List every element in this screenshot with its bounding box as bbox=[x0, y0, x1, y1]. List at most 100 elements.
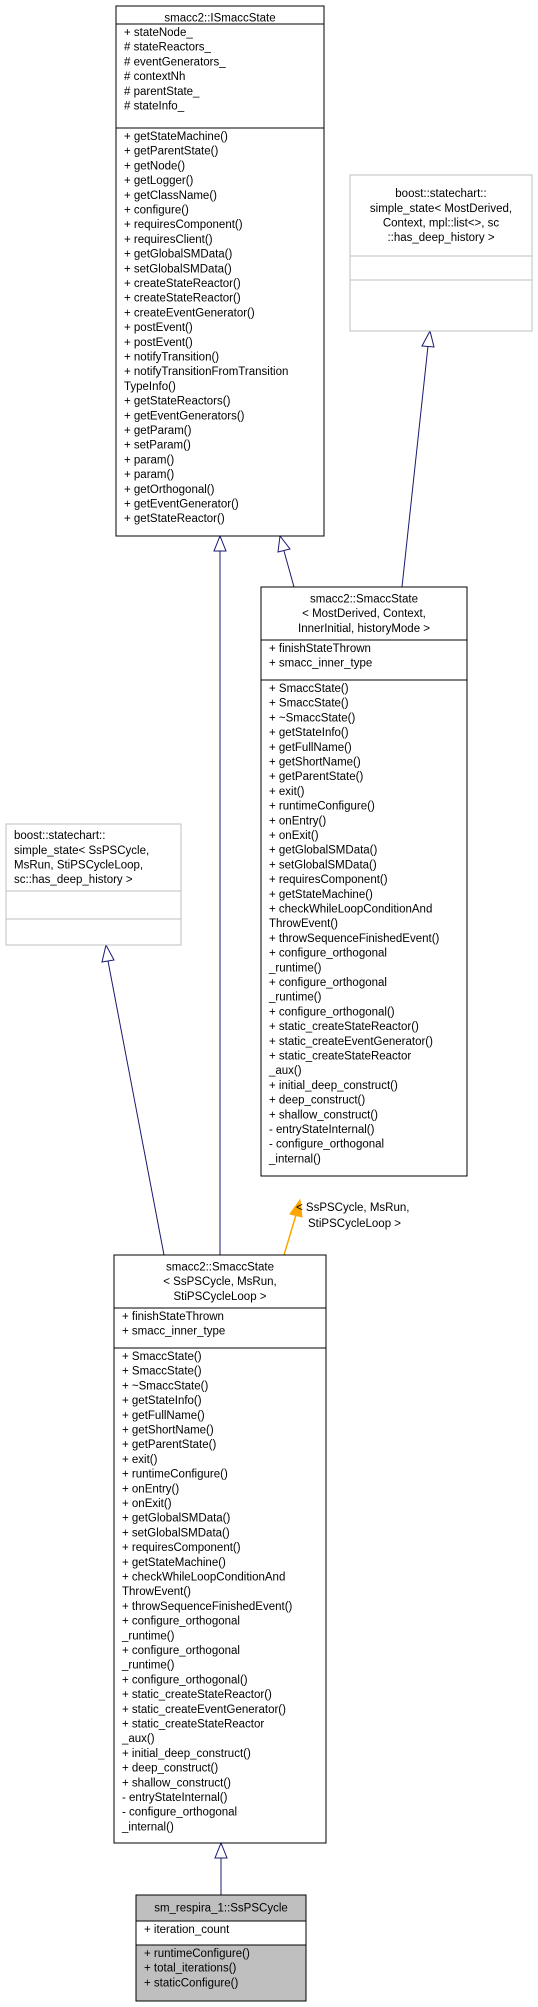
ss_pscycle-title-line: sm_respira_1::SsPSCycle bbox=[154, 1903, 288, 1915]
inherit-arrowhead bbox=[421, 329, 435, 348]
ismacc_state-attributes-line: # eventGenerators_ bbox=[124, 56, 226, 68]
ismacc_state-methods-line: + getClassName() bbox=[124, 190, 217, 202]
smacc_state_template-attributes-line: + finishStateThrown bbox=[269, 643, 371, 655]
boost_state_template-title-line: simple_state< MostDerived, bbox=[370, 203, 512, 215]
ismacc_state-attributes-line: # stateReactors_ bbox=[124, 42, 212, 54]
smacc_state_pscycle-methods-line: ThrowEvent() bbox=[122, 1586, 191, 1598]
smacc-state-template-class-box[interactable]: smacc2::SmaccState< MostDerived, Context… bbox=[260, 586, 468, 1177]
inherit-arrowhead bbox=[214, 1841, 228, 1859]
smacc_state_pscycle-attributes-line: + smacc_inner_type bbox=[122, 1326, 225, 1338]
smacc_state_template-methods-line: + exit() bbox=[269, 786, 305, 798]
smacc_state_pscycle-methods-line: + onExit() bbox=[122, 1498, 172, 1510]
boost_state_template-title-line: ::has_deep_history > bbox=[387, 232, 494, 244]
inherit-arrowhead bbox=[277, 534, 291, 553]
smacc_state_pscycle-methods-line: + static_createStateReactor() bbox=[122, 1689, 272, 1701]
ismacc_state-methods-line: + setGlobalSMData() bbox=[124, 263, 232, 275]
smacc_state_template-methods-line: + configure_orthogonal bbox=[269, 977, 387, 989]
ismacc_state-methods-line: + createStateReactor() bbox=[124, 293, 241, 305]
smacc_state_pscycle-methods-line: + exit() bbox=[122, 1454, 158, 1466]
ismacc_state-methods-line: + getParam() bbox=[124, 425, 192, 437]
smacc_state_pscycle-methods-line: _aux() bbox=[121, 1733, 155, 1745]
ismacc_state-methods-line: + getLogger() bbox=[124, 175, 194, 187]
ismacc_state-attributes-line: # contextNh bbox=[124, 71, 185, 83]
smacc_state_pscycle-methods-line: _runtime() bbox=[121, 1660, 175, 1672]
smacc_state_template-methods-line: + deep_construct() bbox=[269, 1095, 365, 1107]
smacc_state_template-methods-line: + ~SmaccState() bbox=[269, 712, 355, 724]
inherit-arrowhead bbox=[101, 943, 115, 963]
ismacc_state-methods-line: + getStateMachine() bbox=[124, 131, 228, 143]
class-attributes-section bbox=[135, 1920, 307, 1946]
boost-state-pscycle-class-box[interactable]: boost::statechart::simple_state< SsPSCyc… bbox=[5, 823, 182, 946]
ismacc_state-methods-line: + createEventGenerator() bbox=[124, 307, 255, 319]
smacc_state_template-methods-line: - configure_orthogonal bbox=[269, 1139, 384, 1151]
smacc_state_template-methods-line: + getStateInfo() bbox=[269, 727, 349, 739]
boost-state-template-class-box[interactable]: boost::statechart::simple_state< MostDer… bbox=[349, 174, 533, 332]
smacc_state_template-methods-line: + getFullName() bbox=[269, 742, 352, 754]
boost_state_pscycle-title-line: boost::statechart:: bbox=[14, 830, 105, 842]
smacc_state_pscycle-methods-line: - configure_orthogonal bbox=[122, 1807, 237, 1819]
smacc_state_template-methods-line: + getShortName() bbox=[269, 757, 361, 769]
smacc_state_pscycle-methods-line: + runtimeConfigure() bbox=[122, 1469, 228, 1481]
ismacc_state-methods-line: + getEventGenerator() bbox=[124, 499, 239, 511]
ismacc_state-methods-line: + requiresComponent() bbox=[124, 219, 243, 231]
class-title-section bbox=[113, 1254, 327, 1309]
ismacc_state-methods-line: + param() bbox=[124, 454, 174, 466]
smacc_state_pscycle-methods-line: + getParentState() bbox=[122, 1439, 216, 1451]
smacc_state_pscycle-methods-line: + initial_deep_construct() bbox=[122, 1748, 251, 1760]
smacc_state_pscycle-methods-line: + configure_orthogonal() bbox=[122, 1674, 248, 1686]
smacc_state_pscycle-methods-line: + throwSequenceFinishedEvent() bbox=[122, 1601, 293, 1613]
ismacc-state-class-box[interactable]: smacc2::ISmaccState+ stateNode_# stateRe… bbox=[115, 5, 325, 537]
template-label-line1: < SsPSCycle, MsRun, bbox=[296, 1202, 409, 1214]
boost_state_pscycle-title-line: MsRun, StiPSCycleLoop, bbox=[14, 860, 143, 872]
smacc_state_pscycle-methods-line: + shallow_construct() bbox=[122, 1777, 231, 1789]
smacc_state_template-title-line: smacc2::SmaccState bbox=[310, 593, 418, 605]
ismacc_state-methods-line: + requiresClient() bbox=[124, 234, 213, 246]
smacc_state_template-methods-line: _internal() bbox=[268, 1153, 321, 1165]
boost_state_pscycle-title-line: simple_state< SsPSCycle, bbox=[14, 845, 149, 857]
smacc_state_pscycle-methods-line: + getShortName() bbox=[122, 1425, 214, 1437]
class-attributes-section bbox=[349, 255, 533, 281]
smacc_state_pscycle-methods-line: + configure_orthogonal bbox=[122, 1645, 240, 1657]
smacc_state_pscycle-methods-line: + getStateMachine() bbox=[122, 1557, 226, 1569]
smacc-state-pscycle-class-box[interactable]: smacc2::SmaccState< SsPSCycle, MsRun,Sti… bbox=[113, 1254, 327, 1844]
class-methods-section bbox=[135, 1944, 307, 2002]
ss-pscycle-class-box[interactable]: sm_respira_1::SsPSCycle+ iteration_count… bbox=[135, 1894, 307, 2002]
class-attributes-section bbox=[113, 1307, 327, 1349]
class-title-section bbox=[349, 174, 533, 257]
edge-template-instance bbox=[283, 1214, 297, 1256]
ismacc_state-methods-line: + notifyTransitionFromTransition bbox=[124, 366, 288, 378]
smacc_state_template-methods-line: + getParentState() bbox=[269, 771, 363, 783]
smacc_state_template-methods-line: _runtime() bbox=[268, 962, 322, 974]
smacc_state_template-methods-line: _runtime() bbox=[268, 992, 322, 1004]
smacc_state_template-methods-line: + getStateMachine() bbox=[269, 889, 373, 901]
smacc_state_pscycle-methods-line: + getFullName() bbox=[122, 1410, 205, 1422]
smacc_state_pscycle-title-line: < SsPSCycle, MsRun, bbox=[163, 1276, 276, 1288]
boost_state_template-title-line: Context, mpl::list<>, sc bbox=[383, 218, 500, 230]
boost_state_template-title-line: boost::statechart:: bbox=[395, 188, 486, 200]
class-methods-section bbox=[113, 1347, 327, 1844]
smacc_state_template-methods-line: + SmaccState() bbox=[269, 683, 349, 695]
edge-smaccstate-template-to-boost-template bbox=[401, 345, 429, 588]
smacc_state_template-methods-line: + throwSequenceFinishedEvent() bbox=[269, 933, 440, 945]
smacc_state_template-methods-line: _aux() bbox=[268, 1065, 302, 1077]
ismacc_state-methods-line: + notifyTransition() bbox=[124, 352, 219, 364]
smacc_state_template-methods-line: ThrowEvent() bbox=[269, 918, 338, 930]
edge-smaccstate-pscycle-to-boost-pscycle bbox=[107, 960, 165, 1256]
smacc_state_pscycle-methods-line: + checkWhileLoopConditionAnd bbox=[122, 1572, 285, 1584]
ismacc_state-methods-line: + getGlobalSMData() bbox=[124, 249, 233, 261]
class-attributes-section bbox=[115, 23, 325, 129]
smacc_state_pscycle-methods-line: + ~SmaccState() bbox=[122, 1380, 208, 1392]
class-boxes: smacc2::ISmaccState+ stateNode_# stateRe… bbox=[5, 5, 533, 2002]
ss_pscycle-methods-line: + staticConfigure() bbox=[144, 1977, 238, 1989]
inheritance-edges: < SsPSCycle, MsRun, StiPSCycleLoop > bbox=[101, 329, 435, 1895]
class-attributes-section bbox=[5, 890, 182, 920]
smacc_state_pscycle-methods-line: + onEntry() bbox=[122, 1483, 179, 1495]
smacc_state_pscycle-methods-line: + setGlobalSMData() bbox=[122, 1527, 230, 1539]
ismacc_state-methods-line: + postEvent() bbox=[124, 322, 193, 334]
smacc_state_template-methods-line: + static_createStateReactor bbox=[269, 1051, 411, 1063]
smacc_state_template-title-line: InnerInitial, historyMode > bbox=[298, 623, 430, 635]
class-methods-section bbox=[349, 279, 533, 332]
smacc_state_pscycle-methods-line: _runtime() bbox=[121, 1630, 175, 1642]
ss_pscycle-methods-line: + runtimeConfigure() bbox=[144, 1948, 250, 1960]
